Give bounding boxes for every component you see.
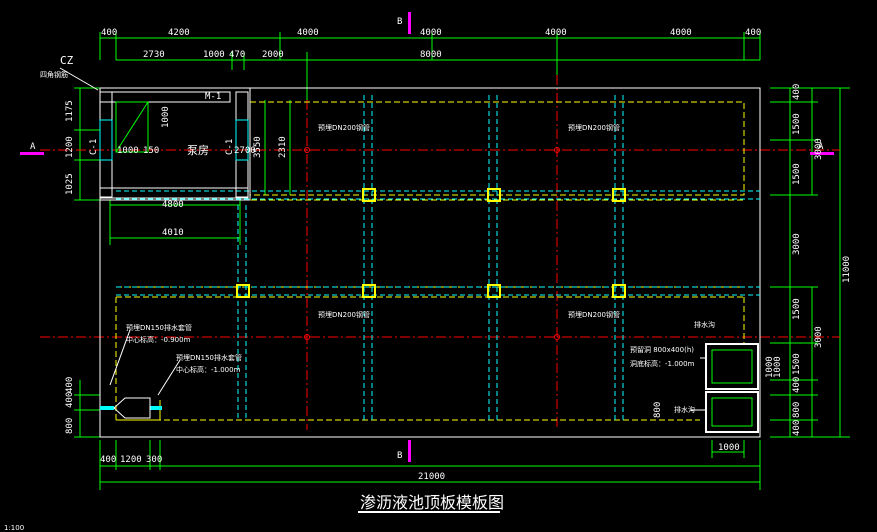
dim-top-400-left: 400 <box>101 28 117 38</box>
right-dim-1000: 1000 <box>765 356 775 378</box>
dimension-texts: 400 4200 4000 4000 4000 4000 400 2730 10… <box>65 28 852 482</box>
left-dim-800: 800 <box>65 418 75 434</box>
dim-top-4000-a: 4000 <box>297 28 319 38</box>
pit-dim-800: 800 <box>653 402 663 418</box>
cz-note: 四角钢筋 <box>40 70 68 79</box>
room-dim-4800: 4800 <box>162 200 184 210</box>
pit-dim-1000: 1000 <box>718 443 740 453</box>
pipe-note-2: 预埋DN200钢管 <box>568 123 620 132</box>
right-dim-3000: 3000 <box>792 233 802 255</box>
room-texts: CZ 四角钢筋 M-1 泵房 C-1 C-1 1000 1000 150 355… <box>40 54 288 238</box>
right-subtotal-3000b: 3000 <box>814 326 824 348</box>
drain2-note: 预埋DN150排水套管 <box>176 353 242 362</box>
sump-note: 预留洞 800x400(h) <box>630 345 694 354</box>
dim-8000: 8000 <box>420 50 442 60</box>
pit-dim-1000v: 1000 <box>773 356 783 378</box>
dim-1000: 1000 <box>203 50 225 60</box>
pipe-note-4: 预埋DN200钢管 <box>568 310 620 319</box>
section-b-top: B <box>397 17 402 27</box>
dim-470: 470 <box>229 50 245 60</box>
dim-bottom-1200: 1200 <box>120 455 142 465</box>
room-dim-1000h: 1000 <box>117 146 139 156</box>
room-dim-4010: 4010 <box>162 228 184 238</box>
pipe-note-3: 预埋DN200钢管 <box>318 310 370 319</box>
dim-bottom-400: 400 <box>100 455 116 465</box>
room-dim-1000v: 1000 <box>161 106 171 128</box>
overall-height: 11000 <box>842 256 852 283</box>
beam-lines <box>116 95 760 420</box>
room-dim-3550: 3550 <box>253 136 263 158</box>
dim-top-4000-b: 4000 <box>420 28 442 38</box>
scale-note: 1:100 <box>4 524 24 532</box>
pit-label: 排水沟 <box>674 405 695 414</box>
door-label: M-1 <box>205 92 221 102</box>
pipe-notes: 预埋DN200钢管 预埋DN200钢管 预埋DN200钢管 预埋DN200钢管 … <box>126 123 783 418</box>
top-dimension-lines <box>74 32 850 490</box>
left-dim-1025: 1025 <box>65 173 75 195</box>
room-dim-2700: 2700 <box>234 146 256 156</box>
section-markers <box>20 12 834 462</box>
drain1-elev: 中心标高：-0.900m <box>126 335 191 344</box>
dim-2000: 2000 <box>262 50 284 60</box>
pipe-note-1: 预埋DN200钢管 <box>318 123 370 132</box>
sump-label: 排水沟 <box>694 320 715 329</box>
window-left-label: C-1 <box>89 139 99 155</box>
window-right-label: C-1 <box>225 139 235 155</box>
section-labels: B B A A <box>30 17 824 461</box>
left-dim-1175: 1175 <box>65 100 75 122</box>
right-dim-400b: 400 <box>792 377 802 393</box>
left-dim-1200: 1200 <box>65 136 75 158</box>
right-dim-1500a: 1500 <box>792 113 802 135</box>
section-a-right: A <box>818 142 824 152</box>
columns <box>236 188 626 298</box>
pipe-points <box>304 147 560 340</box>
section-b-bottom: B <box>397 451 402 461</box>
drawing-title: 渗沥液池顶板模板图 <box>360 493 504 512</box>
sump-elev: 洞底标高：-1.000m <box>630 359 695 368</box>
sump-boxes <box>100 343 759 433</box>
left-dim-400b: 400 <box>65 392 75 408</box>
right-dim-1500b: 1500 <box>792 163 802 185</box>
leader-lines <box>59 67 706 411</box>
dim-top-400-right: 400 <box>745 28 761 38</box>
left-dim-400a: 400 <box>65 377 75 393</box>
right-dim-800: 800 <box>792 402 802 418</box>
dim-top-4200: 4200 <box>168 28 190 38</box>
dim-2730: 2730 <box>143 50 165 60</box>
drain1-note: 预埋DN150排水套管 <box>126 323 192 332</box>
right-dim-1500d: 1500 <box>792 353 802 375</box>
pump-room <box>99 87 251 201</box>
right-dim-1500c: 1500 <box>792 298 802 320</box>
right-dim-400c: 400 <box>792 420 802 436</box>
dim-top-4000-d: 4000 <box>670 28 692 38</box>
room-dim-150: 150 <box>143 146 159 156</box>
dim-bottom-300: 300 <box>146 455 162 465</box>
pump-room-label: 泵房 <box>187 144 209 157</box>
section-a-left: A <box>30 142 36 152</box>
room-dim-2310: 2310 <box>278 136 288 158</box>
right-subtotal-3000a: 3000 <box>814 138 824 160</box>
axis-lines <box>40 75 840 430</box>
cz-label: CZ <box>60 54 74 67</box>
overall-width: 21000 <box>418 472 445 482</box>
slab-outline <box>99 87 761 438</box>
right-dim-400: 400 <box>792 84 802 100</box>
drain2-elev: 中心标高：-1.000m <box>176 365 241 374</box>
dim-top-4000-c: 4000 <box>545 28 567 38</box>
